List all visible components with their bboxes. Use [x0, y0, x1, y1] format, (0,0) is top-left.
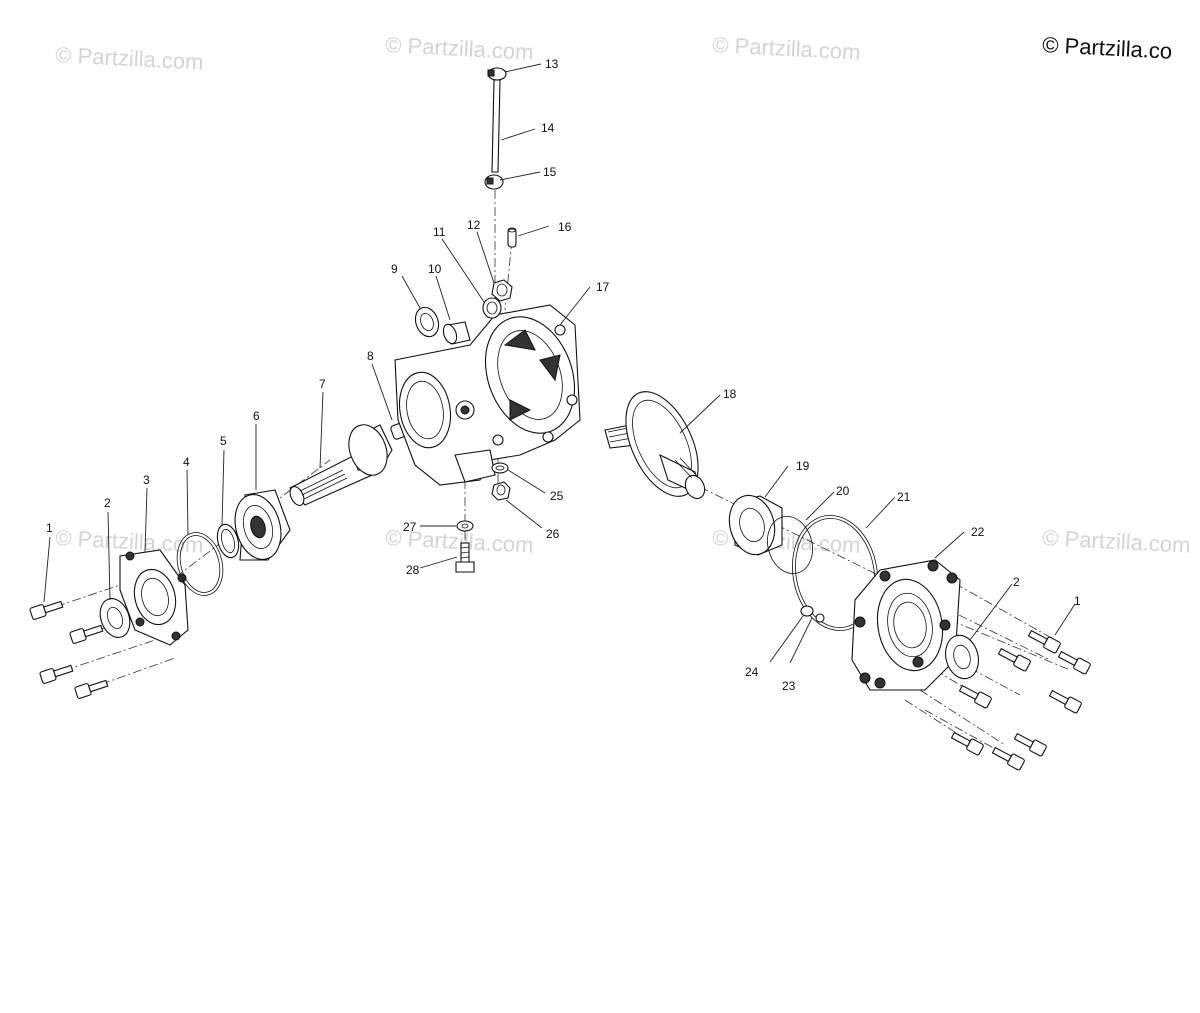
bolt-icon — [69, 624, 104, 644]
snap-ring-icon — [216, 523, 240, 559]
bolt-icon — [1057, 650, 1091, 675]
callout-25: 25 — [550, 489, 564, 503]
dowel-pin-icon — [507, 227, 517, 248]
bolt-icon — [74, 679, 109, 699]
callout-4: 4 — [183, 455, 190, 469]
upper-seal-icon — [414, 306, 440, 338]
callout-19: 19 — [796, 459, 810, 473]
input-shaft-icon — [289, 424, 393, 506]
callout-8: 8 — [367, 349, 374, 363]
callout-20: 20 — [836, 484, 850, 498]
bolt-icon — [1013, 732, 1047, 757]
watermark-layer: © Partzilla.com © Partzilla.com © Partzi… — [55, 32, 1191, 558]
drain-washer-icon — [491, 462, 509, 474]
leader-lines — [43, 63, 1076, 664]
callout-18: 18 — [723, 387, 737, 401]
callout-23: 23 — [782, 679, 796, 693]
o-ring-icon — [176, 532, 224, 596]
bolt-icon — [29, 600, 64, 620]
bearing-icon — [234, 489, 291, 561]
callout-17: 17 — [596, 280, 610, 294]
callout-12: 12 — [467, 218, 481, 232]
callout-1-right: 1 — [1074, 594, 1081, 608]
o-ring-small-icon — [767, 516, 813, 574]
brand-watermark: © Partzilla.co — [1042, 32, 1173, 64]
seal-right-icon — [944, 634, 980, 680]
callout-15: 15 — [543, 165, 557, 179]
watermark: © Partzilla.com — [55, 42, 204, 75]
lower-washer-icon — [456, 520, 474, 532]
o-ring-large-icon — [792, 515, 878, 631]
bolt-icon — [1027, 629, 1061, 654]
fill-plug-icon — [491, 279, 513, 302]
callout-1: 1 — [46, 521, 53, 535]
gearcase-housing-icon — [394, 304, 581, 486]
watermark: © Partzilla.com — [1042, 525, 1191, 558]
callout-2-right: 2 — [1013, 575, 1020, 589]
small-o-ring-icon — [800, 605, 814, 617]
callout-22: 22 — [971, 525, 985, 539]
callout-11: 11 — [433, 225, 446, 239]
callout-13: 13 — [545, 57, 559, 71]
callout-10: 10 — [428, 262, 442, 276]
callout-3: 3 — [143, 473, 150, 487]
callout-16: 16 — [558, 220, 572, 234]
bolt-icon — [958, 684, 992, 709]
end-cover-left-icon — [119, 549, 189, 646]
output-hub-icon — [604, 391, 706, 500]
vent-clamp-top-icon — [487, 67, 507, 81]
check-ball-icon — [815, 613, 825, 623]
callout-28: 28 — [406, 563, 420, 577]
callout-24: 24 — [745, 665, 759, 679]
vent-clamp-bottom-icon — [484, 174, 504, 190]
bolt-left-group — [29, 600, 109, 699]
bolt-icon — [991, 746, 1025, 771]
callout-26: 26 — [546, 527, 560, 541]
callout-21: 21 — [897, 490, 911, 504]
upper-bushing-icon — [442, 321, 471, 345]
watermark: © Partzilla.com — [385, 32, 534, 65]
callout-14: 14 — [541, 121, 555, 135]
drain-plug-icon — [491, 481, 511, 501]
callout-6: 6 — [253, 409, 260, 423]
callout-labels: 1 2 3 4 5 6 7 8 9 10 11 12 13 14 15 16 1… — [46, 57, 1081, 693]
lower-bolt-icon — [455, 542, 475, 573]
bolt-icon — [39, 664, 74, 684]
watermark: © Partzilla.com — [712, 32, 861, 65]
bolt-icon — [997, 647, 1031, 672]
bolt-icon — [1048, 689, 1082, 714]
bearing-right-icon — [728, 494, 783, 556]
callout-2: 2 — [104, 496, 111, 510]
callout-5: 5 — [220, 434, 227, 448]
callout-9: 9 — [391, 262, 398, 276]
callout-7: 7 — [319, 377, 326, 391]
bolt-right-group — [950, 629, 1091, 771]
callout-27: 27 — [403, 520, 417, 534]
washer-icon — [482, 297, 502, 319]
bolt-icon — [950, 731, 984, 756]
end-cover-right-icon — [851, 559, 961, 691]
vent-hose-icon — [491, 79, 501, 173]
